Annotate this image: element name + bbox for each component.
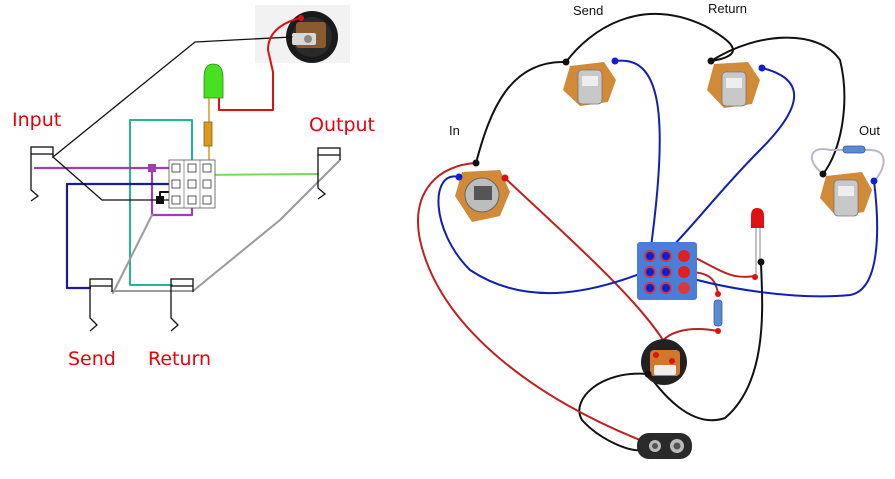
input-jack-symbol (30, 146, 54, 202)
wire-send-tip (614, 59, 661, 255)
resistor (203, 121, 213, 147)
send-jack-symbol (89, 278, 113, 332)
return-jack-symbol (170, 278, 194, 332)
return-label: Return (708, 1, 747, 16)
send-label: Send (68, 348, 116, 370)
wire-ground-out (710, 36, 846, 175)
return-label: Return (148, 348, 211, 370)
return-jack (707, 57, 766, 108)
wire-purple-jumper (150, 166, 194, 217)
out-label: Out (859, 123, 880, 138)
output-jack-symbol (317, 147, 341, 200)
wire-teal (129, 119, 193, 286)
battery-snap (637, 433, 692, 459)
footswitch-3pdt (637, 242, 697, 300)
wire-ground-black (52, 36, 293, 158)
wire-battery-negative (578, 372, 649, 452)
wire-ground-chain (475, 12, 734, 164)
wire-navy (65, 182, 178, 290)
dc-power-jack (255, 5, 350, 63)
wire-input-tip (437, 175, 651, 295)
wire-gray-2 (112, 159, 341, 292)
led-resistor (713, 291, 723, 334)
wire-output-tip (664, 180, 879, 298)
send-label: Send (573, 3, 603, 18)
led-red (751, 208, 765, 280)
footswitch-3pdt (168, 159, 216, 209)
dc-power-jack (641, 339, 687, 385)
output-resistor (842, 145, 866, 154)
wiring-illustration: Send Return In Out (417, 1, 885, 459)
wire-black-signal (52, 156, 177, 201)
led-green (203, 63, 224, 163)
in-label: In (449, 123, 460, 138)
input-jack (455, 159, 510, 222)
output-jack (811, 145, 885, 217)
wire-battery-positive (417, 162, 641, 441)
wire-gray-1 (112, 214, 153, 294)
input-label: Input (12, 109, 61, 131)
send-jack (562, 57, 619, 106)
wire-input-ring (504, 177, 667, 346)
wire-power-red (218, 17, 301, 111)
output-label: Output (309, 114, 375, 136)
schematic-diagram: Input Output Send Return (12, 5, 375, 370)
wire-led-ground (647, 261, 764, 422)
wire-return-tip (664, 67, 795, 255)
